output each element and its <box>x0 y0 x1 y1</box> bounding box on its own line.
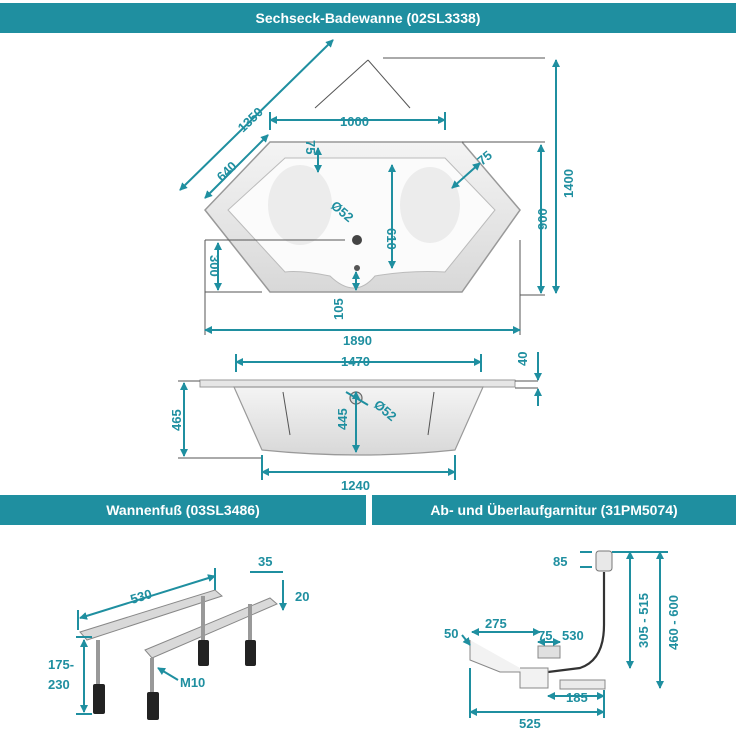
dim-530a-line <box>79 574 216 620</box>
dim-275: 275 <box>485 616 507 631</box>
dim-M10-line <box>157 667 179 681</box>
tub-top-view <box>204 57 545 335</box>
drain-icon <box>352 235 362 245</box>
dim-O52b-line <box>345 391 369 406</box>
dim-75c: 75 <box>538 628 552 643</box>
dim-50-line <box>461 634 471 646</box>
dim-300: 300 <box>207 255 222 277</box>
tub-side-view <box>178 379 538 459</box>
dim-305: 305 - 515 <box>636 593 651 648</box>
dim-460: 460 - 600 <box>666 595 681 650</box>
dim-175: 175- <box>48 657 74 672</box>
dim-1400: 1400 <box>561 169 576 198</box>
dim-230: 230 <box>48 677 70 692</box>
overflow-icon <box>354 265 360 271</box>
dim-M10: M10 <box>180 675 205 690</box>
dim-85: 85 <box>553 554 567 569</box>
dim-640-line <box>204 134 269 199</box>
dim-1240: 1240 <box>341 478 370 493</box>
dim-50: 50 <box>444 626 458 641</box>
dim-75b-line <box>451 162 481 189</box>
banner-left: Wannenfuß (03SL3486) <box>0 495 366 525</box>
dim-1350: 1350 <box>235 104 266 135</box>
banner-right: Ab- und Überlaufgarnitur (31PM5074) <box>372 495 736 525</box>
dim-610: 610 <box>384 228 399 250</box>
dim-20: 20 <box>295 589 309 604</box>
dim-445: 445 <box>335 408 350 430</box>
dim-75a: 75 <box>303 140 318 154</box>
dim-530a: 530 <box>128 586 153 607</box>
banner-top: Sechseck-Badewanne (02SL3338) <box>0 3 736 33</box>
dim-465: 465 <box>169 409 184 431</box>
dim-35: 35 <box>258 554 272 569</box>
dim-1890: 1890 <box>343 333 372 348</box>
dim-530b: 530 <box>562 628 584 643</box>
dim-1000: 1000 <box>340 114 369 129</box>
dim-185: 185 <box>566 690 588 705</box>
dim-40: 40 <box>515 352 530 366</box>
dim-525: 525 <box>519 716 541 731</box>
dim-900: 900 <box>535 208 550 230</box>
drain-set-illustration <box>469 550 613 690</box>
dim-105: 105 <box>331 298 346 320</box>
dim-1470: 1470 <box>341 354 370 369</box>
